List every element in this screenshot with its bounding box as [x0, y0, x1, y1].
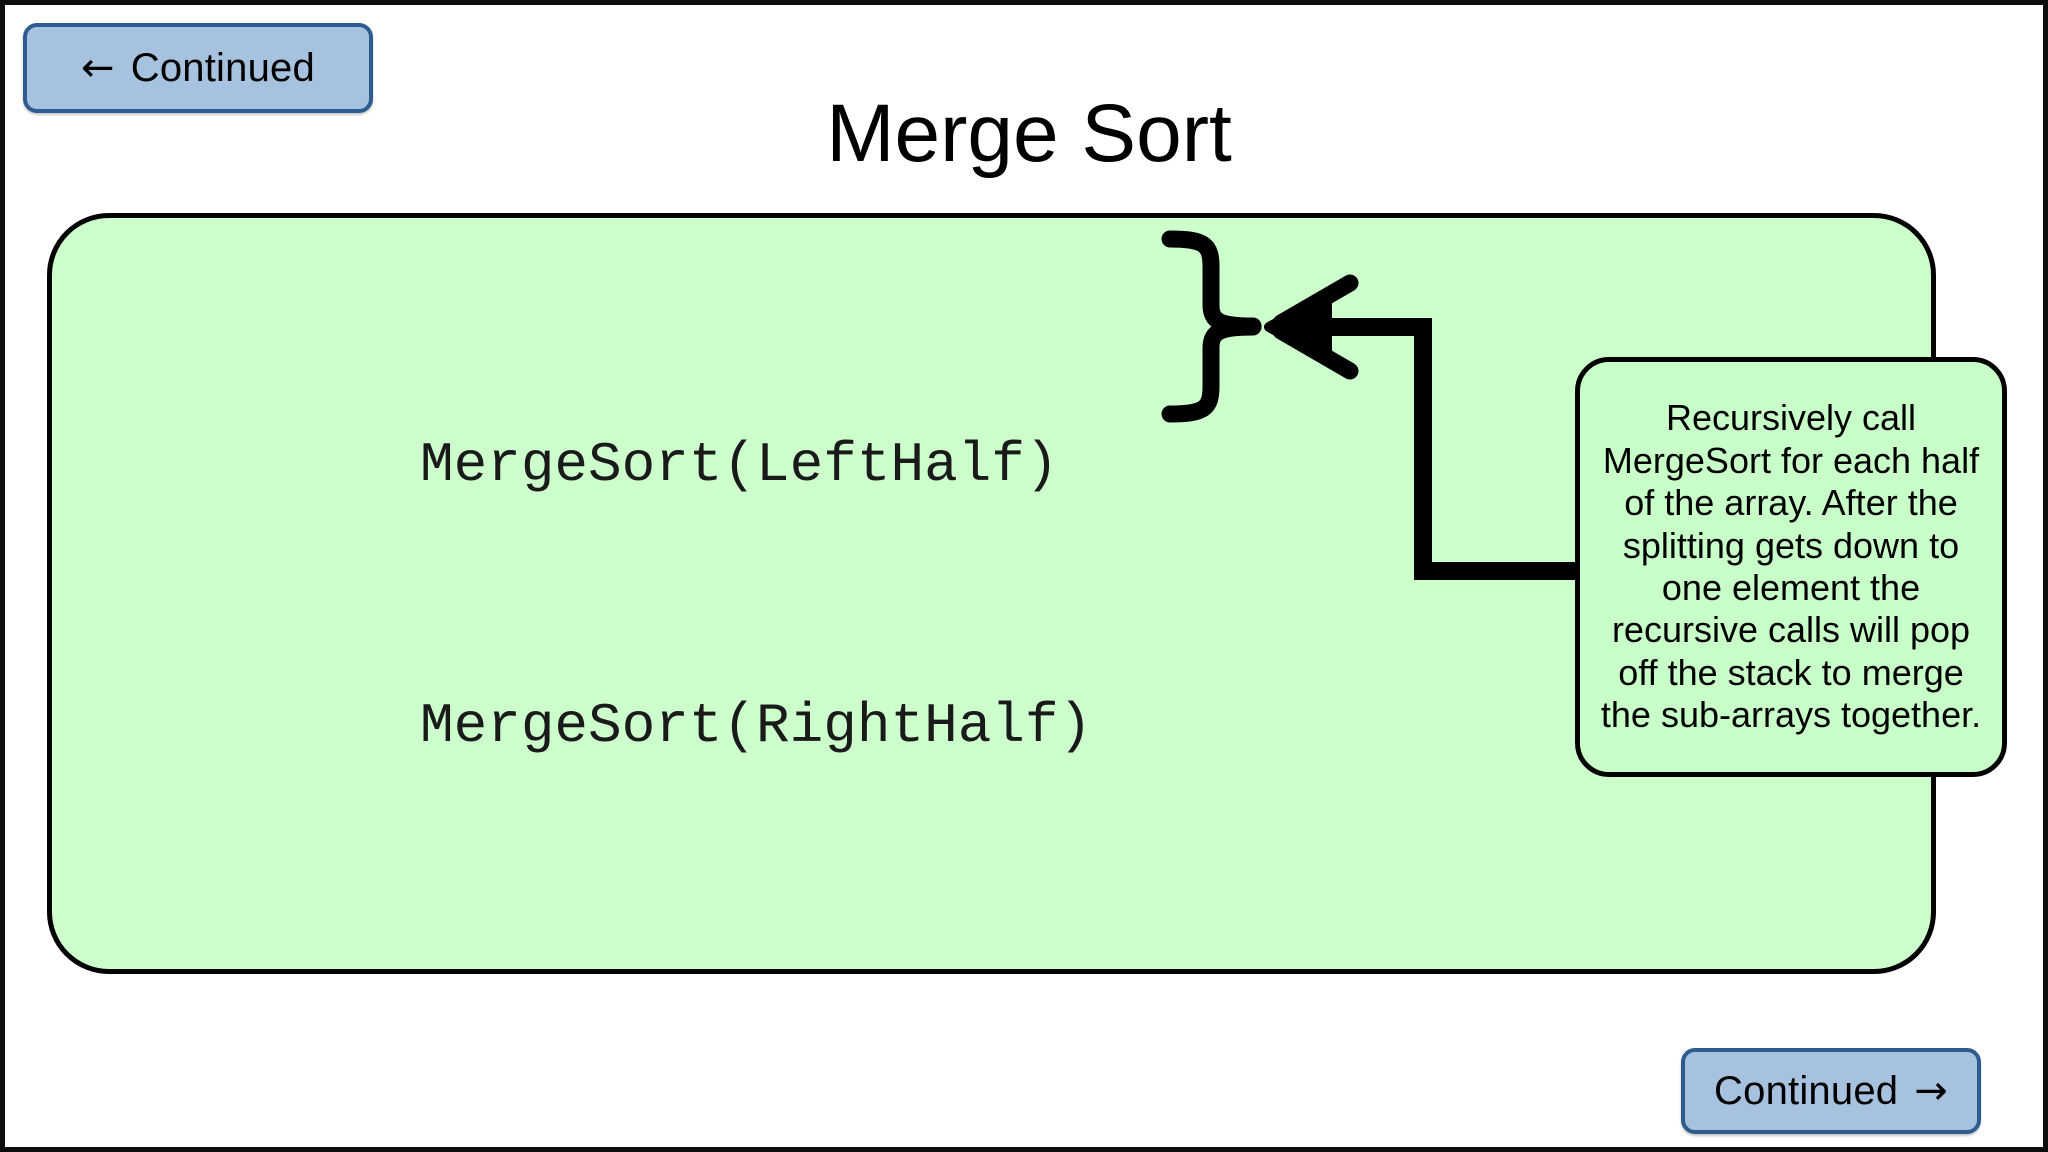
arrow-right-icon: → [1914, 1068, 1948, 1114]
explanation-callout: Recursively call MergeSort for each half… [1575, 357, 2007, 777]
previous-continued-button[interactable]: ← Continued [23, 23, 373, 113]
code-line-blank [420, 944, 1092, 1031]
pseudocode-block: MergeSort(LeftHalf) MergeSort(RightHalf)… [420, 248, 1093, 1147]
arrow-left-icon: ← [81, 45, 115, 91]
code-line: MergeSort(RightHalf) [420, 694, 1093, 758]
next-continued-button[interactable]: Continued → [1681, 1048, 1981, 1134]
page-title: Merge Sort [826, 88, 1232, 179]
previous-button-label: Continued [130, 45, 315, 90]
next-button-label: Continued [1714, 1068, 1899, 1113]
callout-text: Recursively call MergeSort for each half… [1600, 397, 1982, 736]
code-line: MergeSort(LeftHalf) [420, 433, 1059, 497]
